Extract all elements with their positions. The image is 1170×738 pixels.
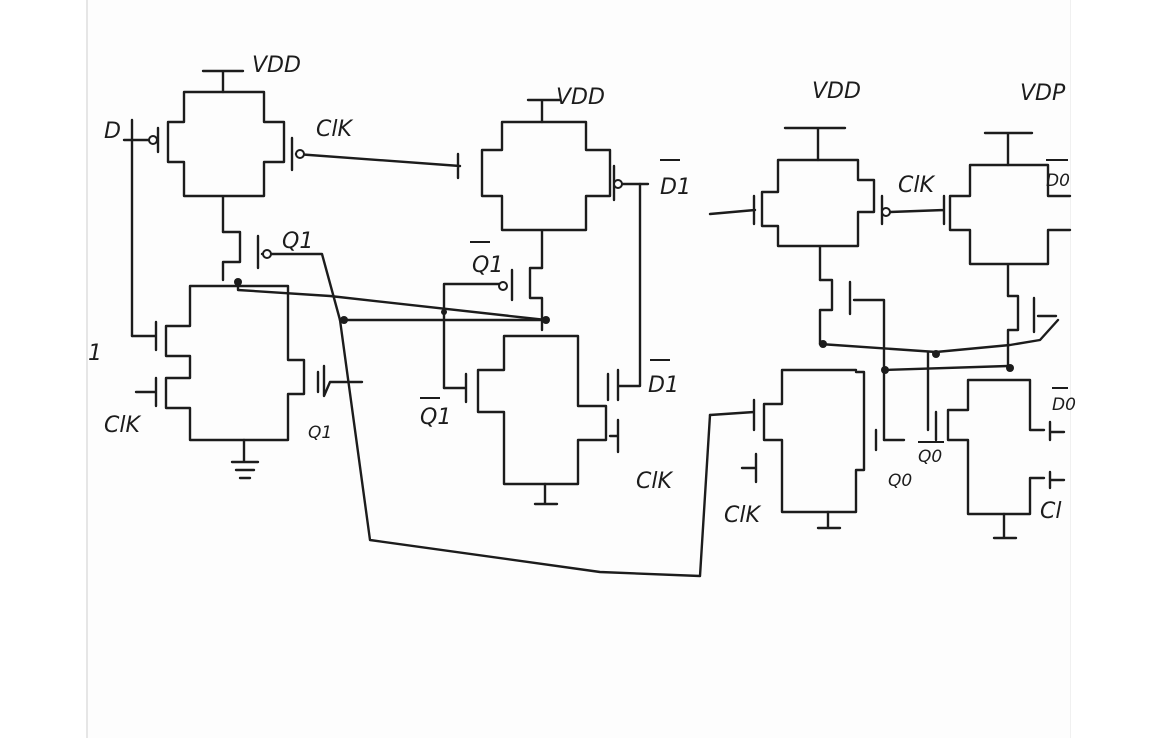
node-dot-1 [234,278,242,286]
pmos-bubble-clk3 [881,207,891,217]
clk-label-2: ClK [636,469,673,494]
node-dot-7 [932,350,940,358]
q1-label-low: Q1 [308,423,332,443]
q0-bar-label: Q0 [918,447,942,467]
cross-wire-4 [882,364,1010,372]
pmos-network-2 [480,120,612,270]
clk-gate-pmos-1 [290,136,462,180]
ground-2 [533,482,559,506]
node-dot-8 [1006,364,1014,372]
pmos-bubble-d [148,135,158,145]
series-pmos-4 [1006,294,1058,372]
d0-label-low: D0 [1052,395,1076,415]
clk-label-3: ClK [898,173,935,198]
vdd-label-3: VDD [812,79,861,104]
vdd-label-4: VDP [1020,81,1066,106]
d1-bar-label-mid: D1 [648,373,679,398]
q1-label: Q1 [282,229,313,254]
stage-3 [708,126,1060,530]
clk-label-cut: Cl [1040,499,1061,524]
node-dot-6 [881,366,889,374]
series-pmos-2 [442,266,544,390]
node-dot-3 [542,316,550,324]
pmos-bubble-clk [295,149,305,159]
node-dot-2 [340,316,348,324]
pmos-network-3 [760,158,876,282]
labels: VDD VDD VDD VDP D ClK Q1 D1 Q1 1 ClK Q1 … [88,53,1076,528]
series-pmos-1 [221,230,342,322]
vdd-label-1: VDD [252,53,301,78]
pmos-bubble-d1bar [613,179,623,189]
pmos-network-4 [948,163,1072,298]
pmos-bubble-q1bar [498,281,508,291]
ground-4 [992,512,1018,540]
pmos-bubble-q1 [262,249,272,259]
ground-1 [230,438,260,480]
d-input-label: D [104,119,121,144]
ground-3 [816,510,842,530]
pmos-network-1 [166,90,286,234]
nmos-network-1 [164,284,306,442]
vdd-label-2: VDD [556,85,605,110]
series-pmos-3 [818,278,886,442]
node-dot-4 [441,309,447,315]
q1-bar-label-mid: Q1 [472,253,503,278]
stage-1 [122,69,757,578]
nmos-gates-4 [926,350,1066,490]
paper-left-edge [86,0,88,738]
vdd-rail-1 [201,69,245,94]
nmos-gates-3 [708,398,906,484]
q0-label: Q0 [888,471,912,491]
d1-bar-label-top: D1 [660,175,691,200]
d1-label-left: 1 [88,341,102,366]
vdd-rail-4 [983,131,1034,167]
nmos-gates-2 [442,182,642,454]
pmos-gate-clk-3 [752,194,946,226]
nmos-gates-1 [130,320,364,408]
clk-label-1: ClK [316,117,353,142]
vdd-rail-2 [526,98,562,124]
d0-bar-label: D0 [1046,171,1070,191]
stage-2 [441,98,650,506]
clk-label-4: ClK [724,503,761,528]
clk-label-left: ClK [104,413,141,438]
q1-output-wire [338,208,757,578]
stage-4 [926,131,1072,540]
q1-bar-label-low: Q1 [420,405,451,430]
cross-wire-3 [818,318,1060,354]
nmos-network-3 [762,368,866,514]
nmos-network-2 [476,334,608,486]
nmos-network-4 [946,378,1046,516]
vdd-rail-3 [783,126,847,162]
paper-right-edge [1070,0,1071,738]
node-dot-5 [819,340,827,348]
